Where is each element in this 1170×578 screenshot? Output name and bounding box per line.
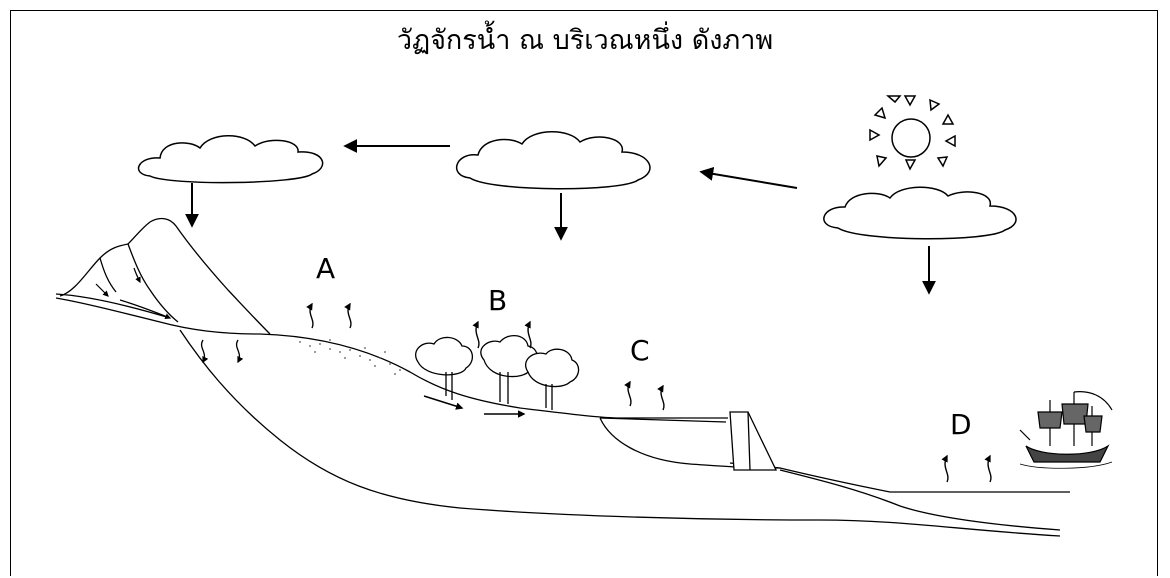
dam-icon (729, 411, 778, 471)
ship-icon (1019, 391, 1113, 469)
mountain-icon (55, 217, 271, 335)
arrow-icon (200, 339, 209, 364)
arrow-icon (235, 339, 244, 364)
cloud-icon (823, 186, 1017, 240)
tree-icon (415, 335, 580, 410)
label-c: C (630, 334, 650, 367)
evaporation-arrows (306, 302, 992, 483)
arrow-icon (133, 267, 141, 284)
cloud-icon (455, 131, 651, 190)
ground (179, 329, 1070, 537)
arrow-icon (699, 166, 798, 189)
sediment-texture (299, 339, 401, 375)
sun-icon (869, 95, 956, 171)
diagram-frame (10, 10, 1158, 576)
label-b: B (488, 284, 507, 317)
arrow-icon (119, 299, 172, 320)
arrow-icon (423, 395, 464, 410)
label-d: D (950, 408, 972, 441)
label-a: A (316, 252, 335, 285)
cloud-icon (137, 135, 324, 184)
diagram-title: วัฏจักรน้ำ ณ บริเวณหนึ่ง ดังภาพ (396, 25, 774, 56)
arrow-icon (95, 283, 109, 297)
